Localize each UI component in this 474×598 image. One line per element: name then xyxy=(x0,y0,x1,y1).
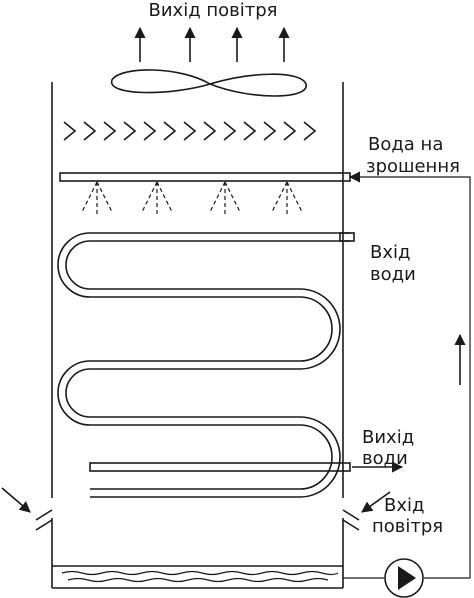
water-in-label: води xyxy=(370,264,416,285)
water-out-label: Вихід xyxy=(362,427,414,448)
arrow-icon xyxy=(1,487,31,513)
fan-icon xyxy=(111,69,307,97)
water-outlet-pipe xyxy=(89,462,351,472)
recirculation-loop xyxy=(343,171,471,579)
spray-nozzle-icon xyxy=(81,181,113,215)
tower-walls xyxy=(35,82,360,589)
air-out-arrows xyxy=(134,26,290,62)
arrow-icon xyxy=(361,491,391,513)
pump-icon xyxy=(384,558,424,598)
air-in-label: Вхід xyxy=(384,495,424,516)
heat-exchanger-coil xyxy=(57,232,355,498)
spray-nozzle-icon xyxy=(141,181,173,215)
air-out-label: Вихід повітря xyxy=(149,0,278,21)
water-out-label: води xyxy=(362,448,408,469)
spray-nozzle-icon xyxy=(271,181,303,215)
drift-eliminator xyxy=(63,121,317,141)
air-in-label: повітря xyxy=(372,516,443,537)
spray-nozzles xyxy=(81,181,303,215)
spray-water-label: зрошення xyxy=(366,156,460,177)
basin-water xyxy=(61,570,339,576)
water-in-label: Вхід xyxy=(370,242,410,263)
spray-nozzle-icon xyxy=(209,181,241,215)
spray-header-pipe xyxy=(59,172,351,182)
spray-water-label: Вода на xyxy=(368,134,443,155)
